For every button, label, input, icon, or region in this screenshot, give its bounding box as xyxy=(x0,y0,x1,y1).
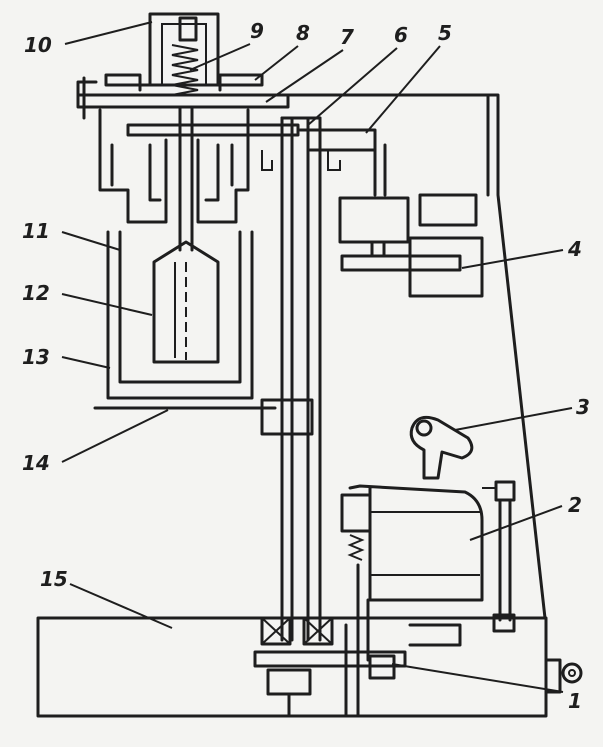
base-eye xyxy=(561,662,583,684)
label-14: 14 xyxy=(22,451,50,475)
motor-body-upper xyxy=(338,196,410,244)
piston-rod xyxy=(178,105,194,252)
label-12: 12 xyxy=(22,281,50,305)
leader-2 xyxy=(469,505,563,541)
label-15: 15 xyxy=(40,567,68,591)
leader-3 xyxy=(454,407,573,431)
side-rod-foot xyxy=(492,613,516,633)
cap-top xyxy=(178,16,198,42)
cross-plate xyxy=(126,123,300,137)
leader-4 xyxy=(461,249,564,269)
handle xyxy=(409,415,474,480)
handle-pivot xyxy=(415,419,433,437)
lower-hub xyxy=(266,668,312,696)
press-block xyxy=(348,484,484,602)
motor-body-right xyxy=(418,193,478,227)
leader-12 xyxy=(61,293,153,316)
label-13: 13 xyxy=(22,345,50,369)
leader-5 xyxy=(365,45,441,134)
left-cylinder xyxy=(98,108,168,224)
side-rod xyxy=(498,498,512,622)
label-7: 7 xyxy=(340,25,354,49)
motor-body-lower xyxy=(408,236,484,298)
base-right-bracket xyxy=(544,658,562,694)
top-gear-5 xyxy=(298,128,387,197)
side-rod-top xyxy=(494,480,516,502)
base-eye-inner xyxy=(568,669,576,677)
leader-15 xyxy=(69,583,173,629)
leader-8 xyxy=(254,45,299,81)
spring-cap-inner xyxy=(161,23,207,85)
label-8: 8 xyxy=(296,21,310,45)
leader-11 xyxy=(61,231,121,251)
bearing-right xyxy=(302,616,334,646)
inner-tank xyxy=(118,230,242,384)
label-10: 10 xyxy=(24,33,52,57)
mould xyxy=(152,240,220,364)
bearing-left xyxy=(260,616,292,646)
press-head xyxy=(340,493,372,533)
leader-10 xyxy=(64,21,153,45)
gear-1 xyxy=(368,654,396,680)
leader-9 xyxy=(189,43,251,71)
housing-flange xyxy=(104,73,264,92)
gear-shaft xyxy=(344,563,360,718)
lead-screw-inner xyxy=(290,116,310,642)
lead-screw-outer xyxy=(280,116,322,642)
label-3: 3 xyxy=(576,395,590,419)
press-spring xyxy=(347,534,365,561)
label-11: 11 xyxy=(22,219,50,243)
cover-left-lip xyxy=(76,76,98,120)
label-1: 1 xyxy=(568,689,582,713)
label-6: 6 xyxy=(394,23,408,47)
leader-1 xyxy=(391,663,564,693)
machine-frame xyxy=(278,93,547,620)
press-lines xyxy=(370,511,480,576)
label-5: 5 xyxy=(438,21,452,45)
label-4: 4 xyxy=(567,237,582,261)
label-9: 9 xyxy=(250,19,264,43)
right-cylinder xyxy=(196,108,250,224)
lower-bracket xyxy=(366,598,462,662)
lower-pulley xyxy=(253,650,407,668)
leader-6 xyxy=(307,47,398,126)
leader-14 xyxy=(61,409,169,463)
motor-shaft xyxy=(370,240,386,258)
leader-7 xyxy=(265,49,344,103)
spring xyxy=(171,44,199,96)
spring-cap xyxy=(148,12,220,87)
top-cover-plate xyxy=(76,93,290,109)
outer-tank xyxy=(106,230,254,400)
arm-clamp xyxy=(260,398,314,436)
gear-teeth xyxy=(261,150,341,171)
leader-13 xyxy=(61,356,111,369)
label-2: 2 xyxy=(568,493,582,517)
belt-drive xyxy=(340,254,462,272)
